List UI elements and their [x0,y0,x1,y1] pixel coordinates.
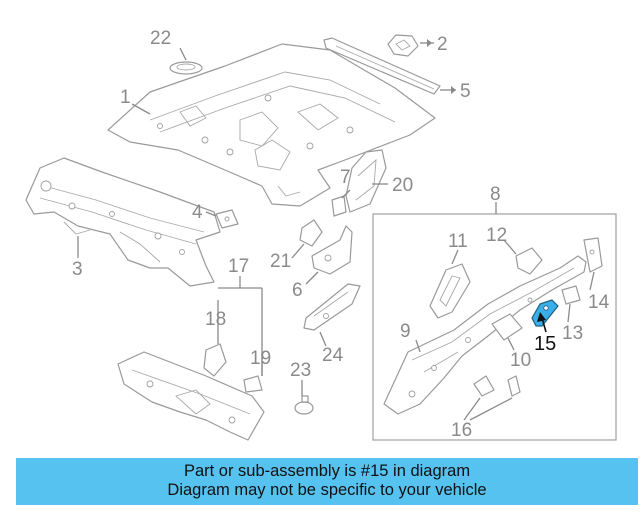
info-banner: Part or sub-assembly is #15 in diagram D… [16,458,638,505]
part-16-bracket[interactable] [473,375,521,397]
callout-6[interactable]: 6 [292,280,303,301]
callout-4[interactable]: 4 [192,202,203,223]
callout-21[interactable]: 21 [270,251,291,272]
part-23-clip[interactable] [294,395,314,415]
part-10-bracket[interactable] [491,313,523,341]
part-18-bracket[interactable] [203,343,227,377]
arrowhead-15 [537,312,546,322]
callout-17[interactable]: 17 [228,256,249,277]
callout-24[interactable]: 24 [322,345,344,366]
part-3-rear-panel[interactable] [25,157,221,287]
part-19-bracket[interactable] [243,375,263,393]
leader-lines [77,39,595,421]
callout-15-highlighted[interactable]: 15 [534,333,556,355]
part-20-reinforcement[interactable] [345,149,387,213]
part-24-rail[interactable] [303,283,361,331]
part-1-rear-floor-pan[interactable] [107,43,436,207]
callout-19[interactable]: 19 [250,348,271,369]
callout-10[interactable]: 10 [510,350,531,371]
callout-5[interactable]: 5 [460,81,471,102]
callout-3[interactable]: 3 [72,259,83,280]
part-2-bracket[interactable] [387,34,419,57]
part-11-plate[interactable] [429,263,471,319]
part-6-bracket[interactable] [311,225,353,275]
callout-9[interactable]: 9 [400,321,411,342]
callout-2[interactable]: 2 [437,34,448,55]
callout-labels: 1 2 3 4 5 6 7 8 9 10 11 12 13 14 15 16 1… [72,28,610,441]
callout-20[interactable]: 20 [392,175,413,196]
part-12-bracket[interactable] [515,247,543,275]
callout-23[interactable]: 23 [290,360,311,381]
callout-18[interactable]: 18 [205,309,226,330]
part-8-group-frame [372,213,617,441]
part-22-floor-plug[interactable] [169,61,203,75]
banner-line-part-number: Part or sub-assembly is #15 in diagram [183,462,471,480]
part-9-side-frame[interactable] [383,255,587,415]
part-5-rear-crossmember[interactable] [323,37,441,95]
callout-7[interactable]: 7 [340,167,351,188]
part-7-bracket[interactable] [331,195,347,217]
callout-8[interactable]: 8 [490,184,501,205]
callout-12[interactable]: 12 [486,225,507,246]
exploded-parts-diagram: 1 2 3 4 5 6 7 8 9 10 11 12 13 14 15 16 1… [25,28,617,441]
callout-1[interactable]: 1 [120,87,131,108]
callout-14[interactable]: 14 [588,292,610,313]
part-13-bracket[interactable] [561,285,581,305]
part-14-bracket[interactable] [583,237,603,273]
callout-11[interactable]: 11 [448,231,468,252]
callout-22[interactable]: 22 [150,28,171,49]
part-21-bracket[interactable] [299,219,323,247]
part-4-bracket[interactable] [215,209,239,229]
callout-13[interactable]: 13 [562,323,583,344]
callout-16[interactable]: 16 [451,420,472,441]
part-15-highlighted-bracket[interactable] [531,299,559,327]
part-17-crossmember-assembly[interactable] [117,351,265,441]
banner-line-disclaimer: Diagram may not be specific to your vehi… [167,481,487,499]
